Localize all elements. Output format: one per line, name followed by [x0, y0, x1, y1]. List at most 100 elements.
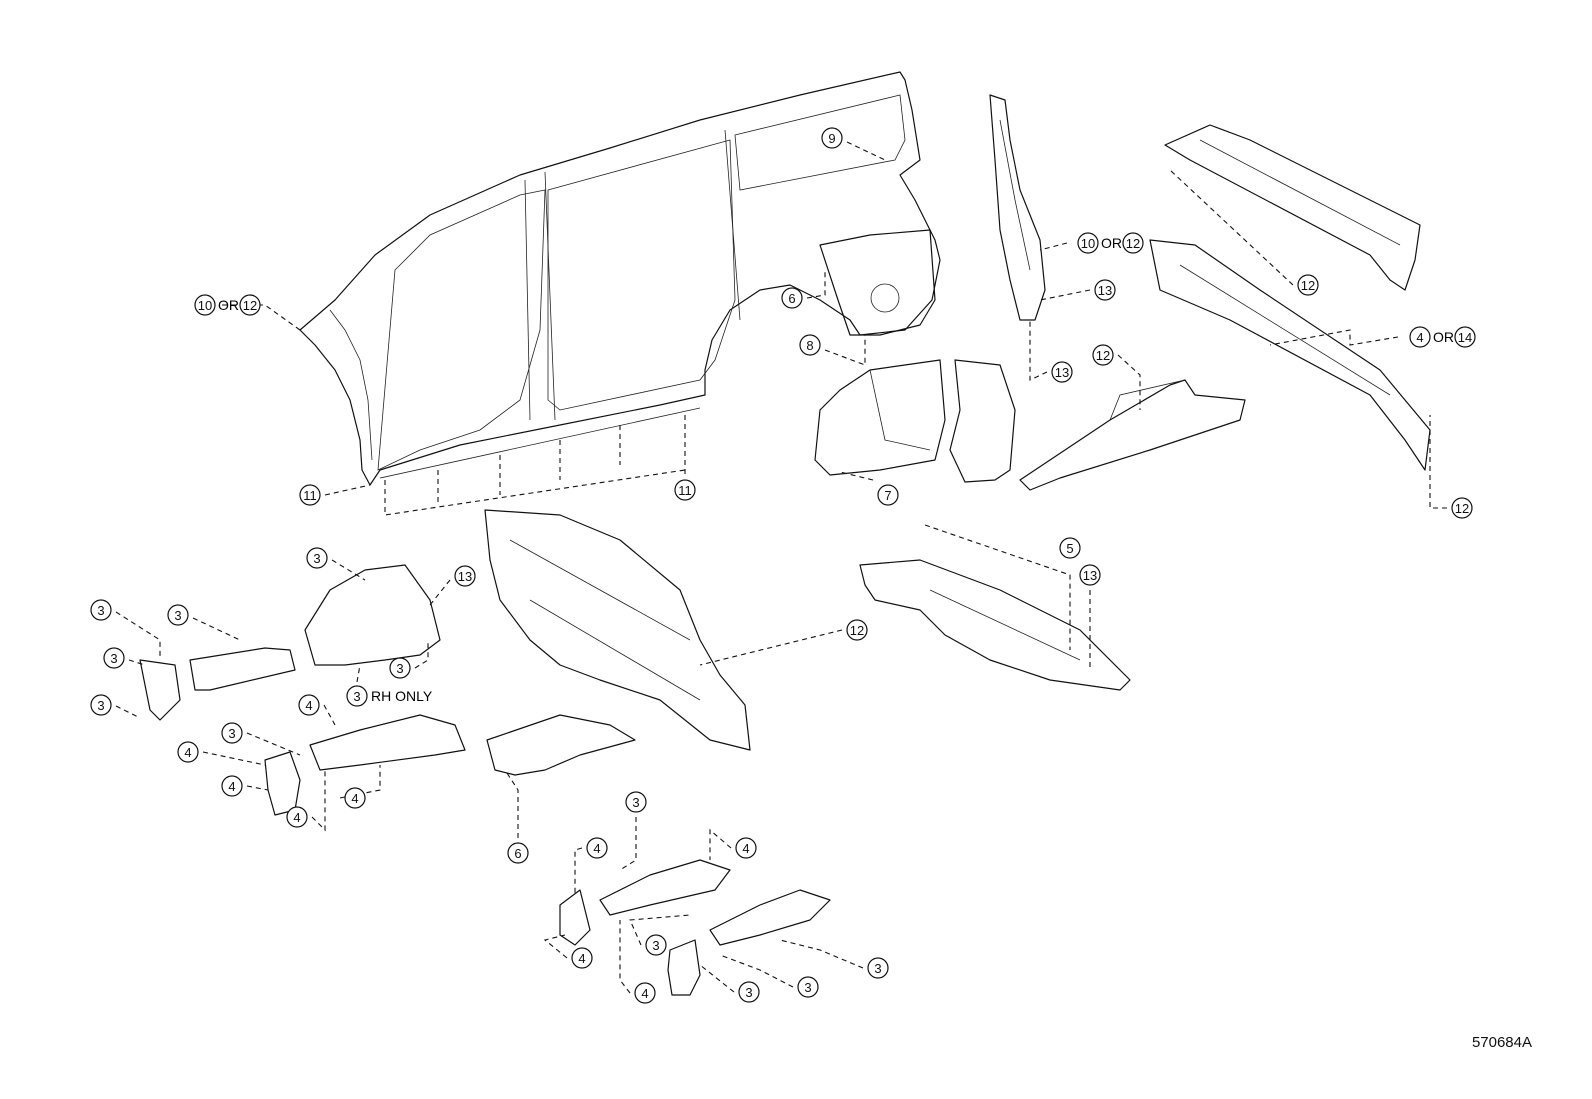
front-pillar-reinforcement [989, 94, 1046, 321]
svg-text:3: 3 [228, 726, 235, 741]
rocker-panel-front [486, 714, 636, 776]
callout-c29: 4 [221, 775, 243, 797]
svg-text:10: 10 [1081, 236, 1095, 251]
svg-text:3: 3 [874, 961, 881, 976]
callout-c11: 12 [1092, 344, 1114, 366]
svg-text:7: 7 [884, 488, 891, 503]
svg-text:3: 3 [97, 698, 104, 713]
svg-text:8: 8 [806, 338, 813, 353]
callout-c34: 4 [586, 837, 608, 859]
callout-c20: 3 [90, 694, 112, 716]
side-outer-panel [299, 71, 941, 486]
callout-c27: 4 [298, 694, 320, 716]
svg-text:14: 14 [1458, 330, 1472, 345]
diagram-code: 570684A [1471, 1034, 1532, 1051]
callout-c39: 3 [738, 981, 760, 1003]
callout-c22: 3 [346, 685, 368, 707]
callout-c37: 4 [571, 947, 593, 969]
rh-only-label: RH ONLY [371, 688, 433, 704]
callout-c15: 3 [306, 547, 328, 569]
callout-c16: 13 [454, 565, 476, 587]
svg-text:12: 12 [243, 298, 257, 313]
front-fender-apron [139, 647, 296, 721]
callout-c1: 10 [194, 294, 216, 316]
callout-c13: 4 [1409, 326, 1431, 348]
svg-text:10: 10 [198, 298, 212, 313]
svg-text:13: 13 [1083, 568, 1097, 583]
or-label-c8: OR [1101, 235, 1122, 251]
callout-c7: 7 [877, 484, 899, 506]
svg-text:4: 4 [293, 810, 300, 825]
svg-text:4: 4 [593, 841, 600, 856]
svg-text:13: 13 [458, 569, 472, 584]
callout-c31: 4 [286, 806, 308, 828]
svg-text:3: 3 [313, 551, 320, 566]
svg-text:4: 4 [1416, 330, 1423, 345]
svg-text:4: 4 [742, 841, 749, 856]
svg-text:6: 6 [514, 846, 521, 861]
front-floor-panel [859, 559, 1131, 691]
callout-c8: 10 [1077, 232, 1099, 254]
callout-c12: 12 [1297, 274, 1319, 296]
callout-c17: 3 [90, 599, 112, 621]
callout-c28: 4 [177, 741, 199, 763]
front-suspension-member [667, 889, 831, 996]
front-side-member-lower [559, 859, 731, 946]
callout-c8-alt: 12 [1122, 232, 1144, 254]
svg-text:9: 9 [828, 131, 835, 146]
svg-text:4: 4 [351, 791, 358, 806]
front-apron-rh [304, 564, 441, 666]
callout-c41: 3 [867, 957, 889, 979]
callout-c25: 13 [1079, 564, 1101, 586]
svg-text:13: 13 [1055, 365, 1069, 380]
callout-c32: 6 [507, 842, 529, 864]
cowl-side-member [1149, 239, 1431, 471]
callout-c10: 13 [1051, 361, 1073, 383]
svg-text:3: 3 [97, 603, 104, 618]
svg-text:13: 13 [1098, 283, 1112, 298]
svg-text:12: 12 [1455, 501, 1469, 516]
callout-c6: 8 [799, 334, 821, 356]
svg-text:11: 11 [678, 483, 692, 498]
callout-c26: 3 [221, 722, 243, 744]
cowl-top-panel [1164, 124, 1421, 291]
or-label-c13: OR [1433, 329, 1454, 345]
svg-text:3: 3 [745, 985, 752, 1000]
callout-c13-alt: 14 [1454, 326, 1476, 348]
front-side-member-rh [1019, 379, 1246, 491]
dash-panel [484, 509, 751, 751]
svg-text:3: 3 [632, 795, 639, 810]
callout-c33: 3 [625, 791, 647, 813]
svg-text:4: 4 [578, 951, 585, 966]
svg-text:12: 12 [850, 623, 864, 638]
leader-lines [115, 141, 1447, 994]
svg-text:12: 12 [1301, 278, 1315, 293]
svg-text:4: 4 [184, 745, 191, 760]
callout-c14: 12 [1451, 497, 1473, 519]
svg-text:6: 6 [788, 291, 795, 306]
callout-c40: 3 [797, 976, 819, 998]
svg-text:3: 3 [652, 938, 659, 953]
callout-c3: 11 [674, 479, 696, 501]
callout-c23: 12 [846, 619, 868, 641]
callout-c21: 3 [389, 657, 411, 679]
svg-text:3: 3 [110, 651, 117, 666]
callout-c36: 3 [645, 934, 667, 956]
callout-c1-alt: 12 [239, 294, 261, 316]
svg-text:12: 12 [1126, 236, 1140, 251]
callout-c19: 3 [103, 647, 125, 669]
callout-c24: 5 [1059, 537, 1081, 559]
callout-c4: 9 [821, 127, 843, 149]
or-label-c1: OR [218, 297, 239, 313]
callout-c35: 4 [735, 837, 757, 859]
callout-c9: 13 [1094, 279, 1116, 301]
callout-c38: 4 [634, 982, 656, 1004]
svg-text:3: 3 [174, 608, 181, 623]
callout-c18: 3 [167, 604, 189, 626]
svg-text:4: 4 [305, 698, 312, 713]
svg-text:3: 3 [396, 661, 403, 676]
rear-wheel-house-panels [814, 229, 1016, 483]
callout-c2: 11 [299, 484, 321, 506]
